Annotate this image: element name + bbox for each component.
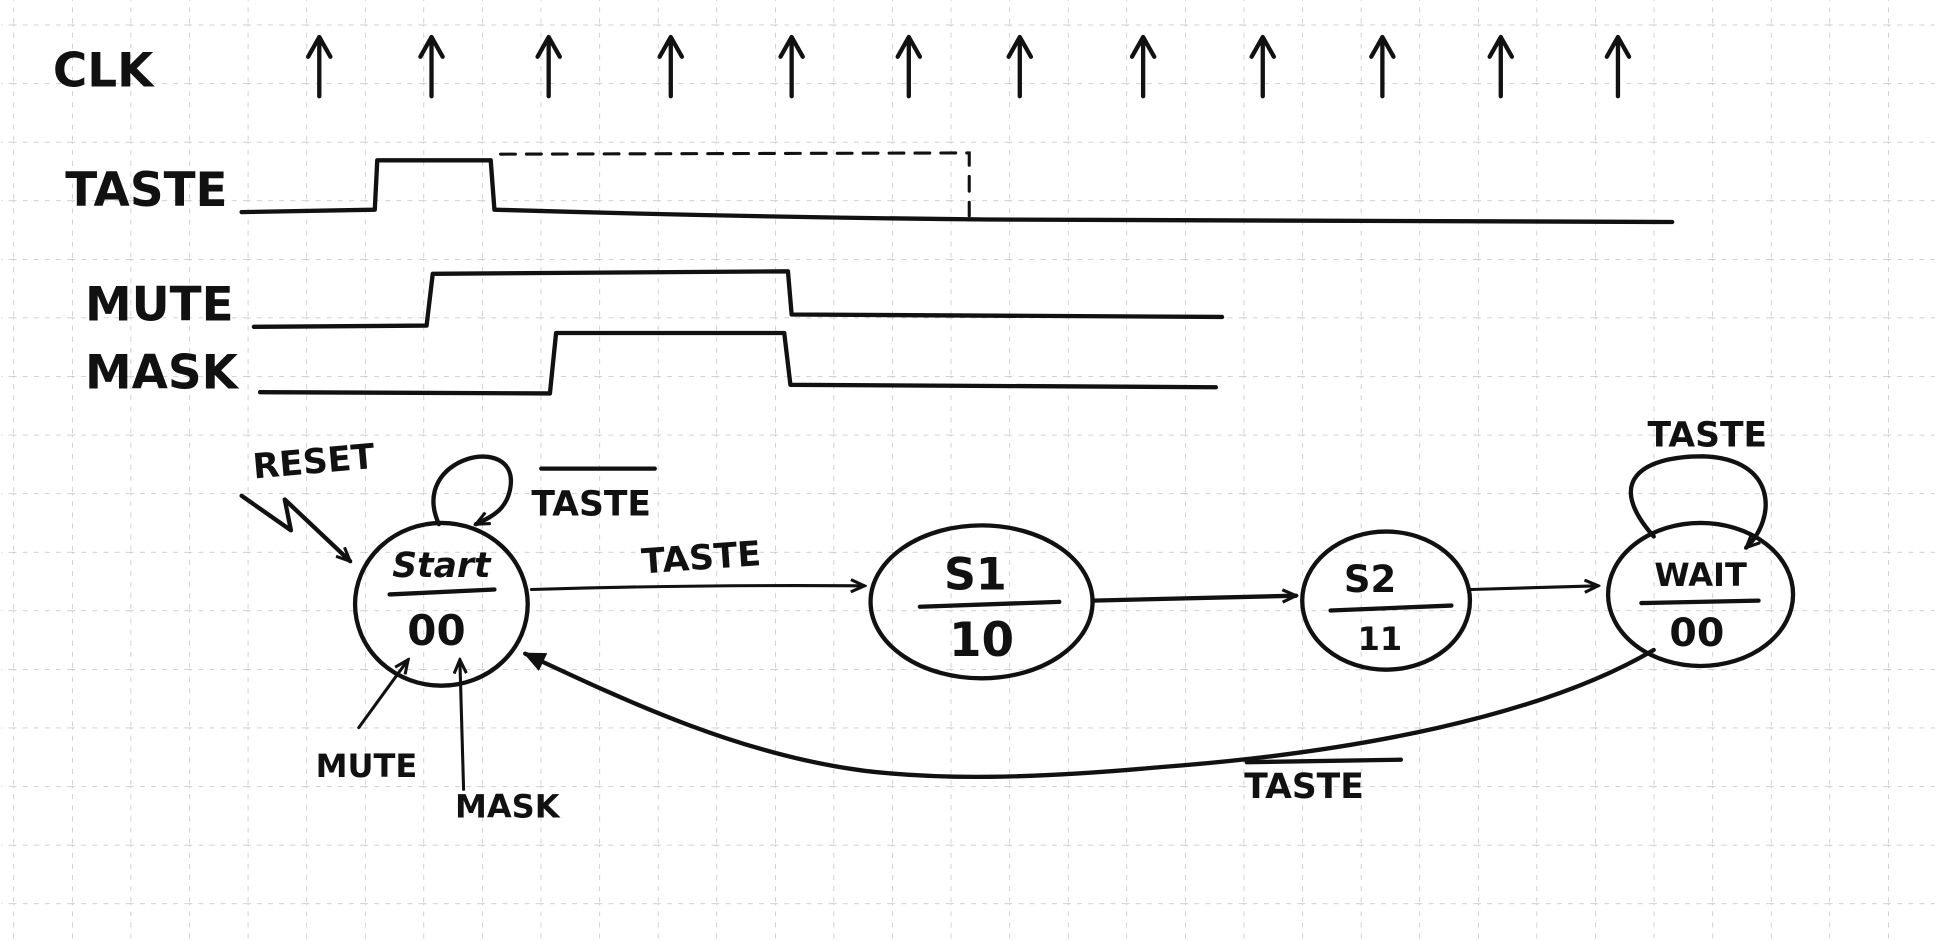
wait-self-loop-label: TASTE: [1648, 415, 1768, 455]
wait-to-start-label: TASTE: [1244, 767, 1364, 807]
clk-edge-arrow-icon: [1604, 34, 1632, 99]
state-s2-name: S2: [1344, 558, 1396, 601]
s2-to-wait-arrow: [1469, 586, 1598, 590]
state-wait: WAIT 00: [1605, 520, 1796, 669]
start-to-s1-label: TASTE: [640, 534, 762, 582]
timing-diagram: CLK TASTE MUTE MASK: [53, 34, 1675, 400]
clk-edge-arrow-icon: [1129, 34, 1157, 99]
mask-waveform: [257, 330, 1219, 396]
clk-edges: [306, 34, 1632, 99]
taste-dashed-waveform: [499, 151, 971, 218]
clk-edge-arrow-icon: [1487, 34, 1515, 99]
mute-output-arrow: [357, 660, 408, 730]
mute-output-label: MUTE: [316, 747, 418, 785]
clk-edge-arrow-icon: [778, 34, 805, 99]
s1-to-s2-arrow: [1090, 596, 1296, 601]
state-machine: RESET Start 00 TASTE TASTE S1 10 S2 11: [239, 415, 1796, 826]
mask-output-arrow: [460, 660, 464, 791]
state-start: Start 00: [352, 520, 530, 688]
start-self-loop: [431, 454, 513, 527]
clk-edge-arrow-icon: [1249, 34, 1277, 99]
start-self-loop-label: TASTE: [531, 485, 651, 525]
overbar: [1244, 757, 1404, 765]
reset-arrow: [239, 493, 351, 561]
clk-edge-arrow-icon: [895, 34, 923, 99]
state-start-output: 00: [407, 606, 465, 655]
clk-edge-arrow-icon: [306, 34, 333, 99]
state-wait-name: WAIT: [1654, 556, 1747, 594]
state-s1: S1 10: [868, 523, 1095, 681]
mute-waveform: [251, 269, 1225, 329]
state-s1-name: S1: [944, 550, 1007, 601]
wait-to-start-arrow: [523, 647, 1656, 780]
state-wait-output: 00: [1669, 610, 1724, 656]
clk-edge-arrow-icon: [657, 34, 685, 99]
start-to-s1-arrow: [529, 586, 864, 590]
clk-label: CLK: [53, 44, 155, 98]
clk-edge-arrow-icon: [418, 34, 445, 99]
wait-self-loop: [1628, 454, 1768, 547]
mask-label: MASK: [85, 346, 240, 400]
clk-edge-arrow-icon: [1006, 34, 1034, 99]
taste-label: TASTE: [65, 164, 227, 218]
clk-edge-arrow-icon: [1369, 34, 1396, 99]
state-start-name: Start: [392, 546, 492, 586]
clk-edge-arrow-icon: [535, 34, 562, 99]
mask-output-label: MASK: [455, 788, 561, 826]
state-s2-output: 11: [1358, 620, 1403, 658]
mute-label: MUTE: [85, 279, 234, 333]
state-s2: S2 11: [1300, 529, 1473, 672]
state-s1-output: 10: [949, 614, 1014, 668]
taste-waveform: [239, 158, 1675, 225]
